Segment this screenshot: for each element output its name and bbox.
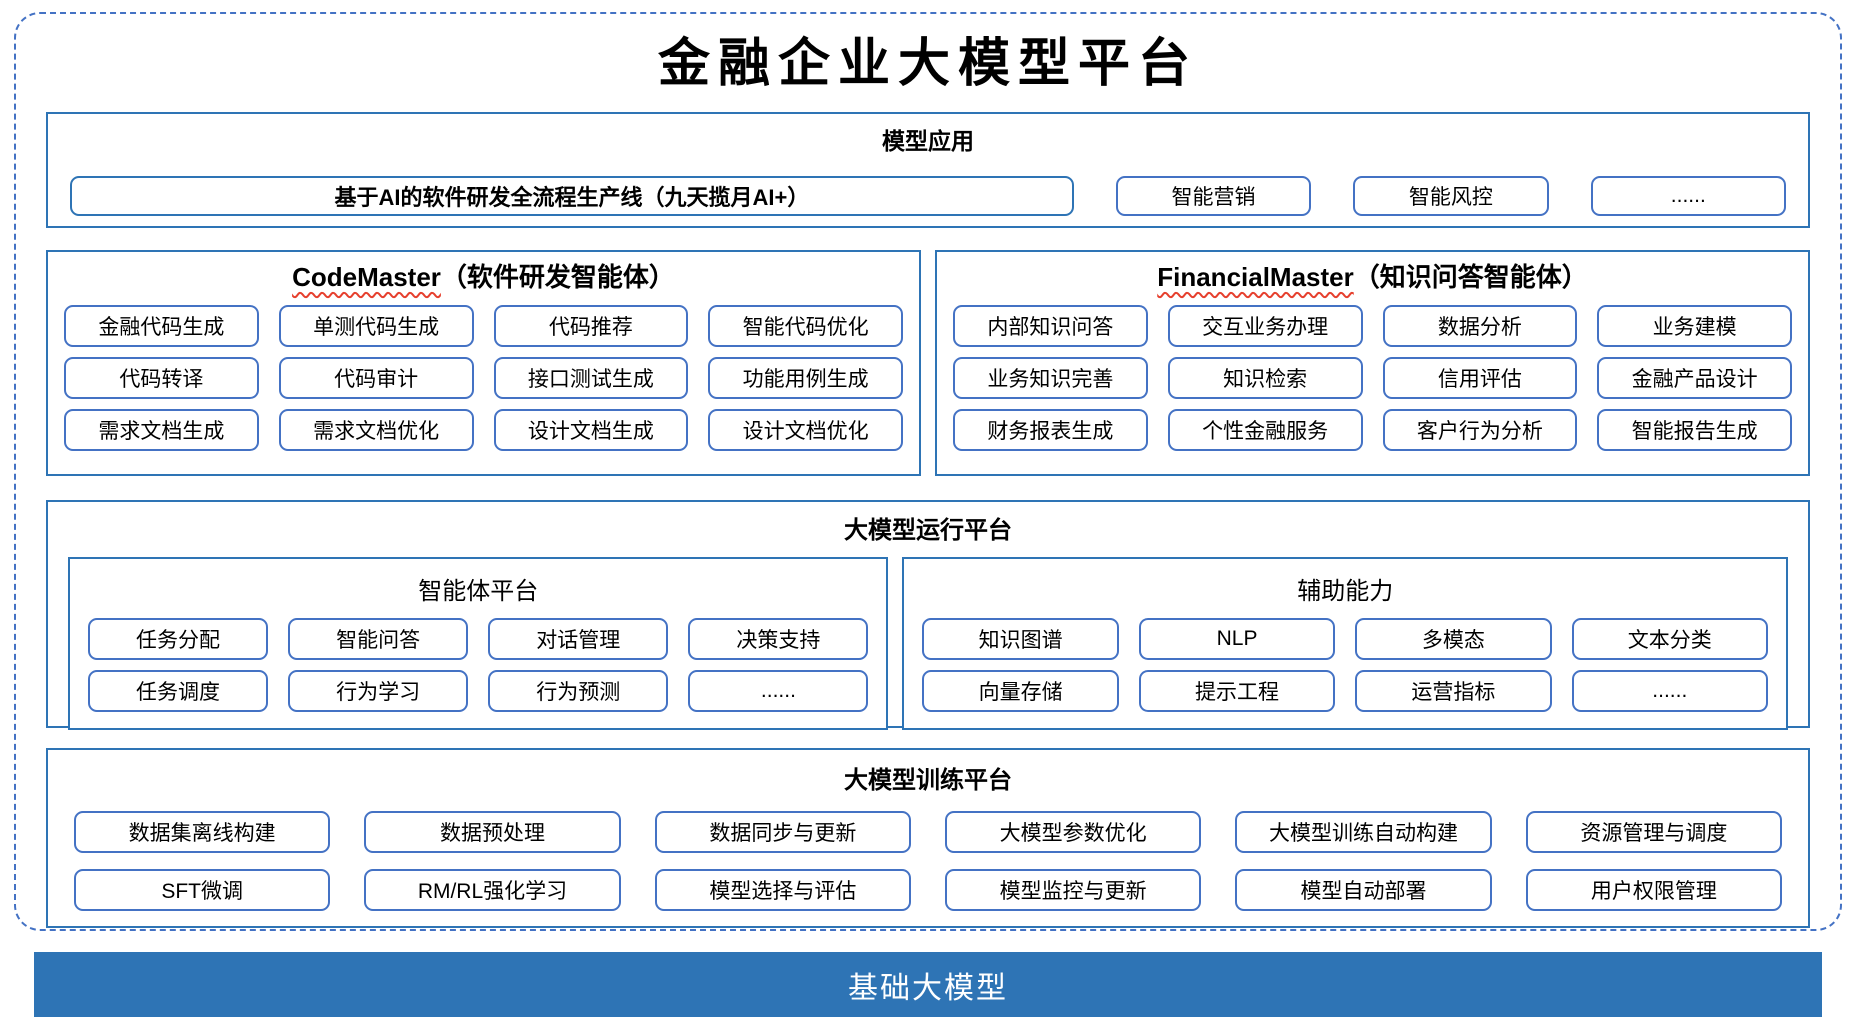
codemaster-title-en: CodeMaster: [292, 261, 441, 292]
list-item: 数据同步与更新: [654, 810, 911, 853]
list-item: 用户权限管理: [1525, 868, 1782, 911]
aux-capabilities-grid: 知识图谱 NLP 多模态 文本分类 向量存储 提示工程 运营指标 ......: [922, 617, 1768, 712]
list-item: 需求文档生成: [64, 408, 259, 451]
list-item-ellipsis: ......: [1571, 669, 1768, 712]
list-item: 个性金融服务: [1167, 408, 1363, 451]
list-item: 行为预测: [488, 669, 669, 712]
list-item: 接口测试生成: [493, 356, 689, 399]
list-item: 单测代码生成: [278, 304, 474, 347]
list-item: 信用评估: [1382, 356, 1578, 399]
agent-platform-header: 智能体平台: [418, 577, 539, 605]
list-item: 交互业务办理: [1167, 304, 1363, 347]
list-item: 文本分类: [1571, 617, 1768, 660]
list-item: 模型监控与更新: [945, 868, 1202, 911]
list-item: RM/RL强化学习: [364, 868, 621, 911]
training-platform-header: 大模型训练平台: [844, 766, 1012, 794]
list-item: 模型自动部署: [1235, 868, 1492, 911]
list-item: 设计文档生成: [493, 408, 689, 451]
financialmaster-grid: 内部知识问答 交互业务办理 数据分析 业务建模 业务知识完善 知识检索 信用评估…: [953, 304, 1792, 451]
agent-platform-grid: 任务分配 智能问答 对话管理 决策支持 任务调度 行为学习 行为预测 .....…: [88, 617, 869, 712]
list-item: 任务分配: [88, 617, 269, 660]
list-item-ellipsis: ......: [1590, 175, 1786, 216]
list-item: 内部知识问答: [953, 304, 1148, 347]
list-item: 智能报告生成: [1597, 408, 1792, 451]
list-item: 功能用例生成: [708, 356, 903, 399]
list-item: 运营指标: [1355, 669, 1552, 712]
list-item: 业务建模: [1597, 304, 1792, 347]
section-codemaster: CodeMaster（软件研发智能体） 金融代码生成 单测代码生成 代码推荐 智…: [46, 249, 921, 476]
list-item: 设计文档优化: [708, 408, 903, 451]
subsection-aux-capabilities: 辅助能力 知识图谱 NLP 多模态 文本分类 向量存储 提示工程 运营指标 ..…: [902, 556, 1788, 730]
list-item: 客户行为分析: [1382, 408, 1578, 451]
agents-row: CodeMaster（软件研发智能体） 金融代码生成 单测代码生成 代码推荐 智…: [46, 249, 1810, 476]
list-item: 提示工程: [1138, 669, 1336, 712]
list-item: SFT微调: [74, 868, 331, 911]
list-item: 业务知识完善: [953, 356, 1148, 399]
list-item: 智能风控: [1353, 175, 1549, 216]
list-item-ellipsis: ......: [688, 669, 869, 712]
codemaster-title-zh: （软件研发智能体）: [440, 261, 675, 292]
list-item: 数据预处理: [364, 810, 621, 853]
list-item: 财务报表生成: [953, 408, 1148, 451]
platform-outer-frame: 金融企业大模型平台 模型应用 基于AI的软件研发全流程生产线（九天揽月AI+） …: [14, 12, 1842, 931]
codemaster-grid: 金融代码生成 单测代码生成 代码推荐 智能代码优化 代码转译 代码审计 接口测试…: [64, 304, 903, 451]
section-financialmaster: FinancialMaster（知识问答智能体） 内部知识问答 交互业务办理 数…: [935, 249, 1810, 476]
list-item: 代码审计: [278, 356, 474, 399]
list-item: 智能代码优化: [708, 304, 903, 347]
list-item: 金融产品设计: [1597, 356, 1792, 399]
subsection-agent-platform: 智能体平台 任务分配 智能问答 对话管理 决策支持 任务调度 行为学习 行为预测…: [68, 556, 889, 730]
financialmaster-title-zh: （知识问答智能体）: [1353, 261, 1588, 292]
list-item: 任务调度: [88, 669, 269, 712]
financialmaster-title-en: FinancialMaster: [1157, 261, 1354, 292]
list-item: 资源管理与调度: [1525, 810, 1782, 853]
list-item: 行为学习: [288, 669, 469, 712]
list-item: 金融代码生成: [64, 304, 259, 347]
list-item: 向量存储: [922, 669, 1119, 712]
codemaster-title: CodeMaster（软件研发智能体）: [64, 262, 903, 293]
training-grid: 数据集离线构建 数据预处理 数据同步与更新 大模型参数优化 大模型训练自动构建 …: [74, 810, 1782, 911]
list-item: 模型选择与评估: [654, 868, 911, 911]
list-item: NLP: [1138, 617, 1336, 660]
runtime-row: 智能体平台 任务分配 智能问答 对话管理 决策支持 任务调度 行为学习 行为预测…: [68, 556, 1788, 730]
page-title: 金融企业大模型平台: [657, 33, 1198, 94]
section-runtime-platform: 大模型运行平台 智能体平台 任务分配 智能问答 对话管理 决策支持 任务调度 行…: [46, 499, 1810, 730]
model-apps-row: 基于AI的软件研发全流程生产线（九天揽月AI+） 智能营销 智能风控 .....…: [70, 175, 1786, 216]
section-model-apps: 模型应用 基于AI的软件研发全流程生产线（九天揽月AI+） 智能营销 智能风控 …: [46, 111, 1810, 228]
list-item: 需求文档优化: [278, 408, 474, 451]
list-item: 知识图谱: [922, 617, 1119, 660]
runtime-platform-header: 大模型运行平台: [844, 516, 1012, 544]
list-item: 多模态: [1355, 617, 1552, 660]
list-item: 代码转译: [64, 356, 259, 399]
model-apps-header: 模型应用: [882, 127, 974, 154]
financialmaster-title: FinancialMaster（知识问答智能体）: [953, 262, 1792, 293]
list-item: 智能问答: [288, 617, 469, 660]
list-item: 决策支持: [688, 617, 869, 660]
list-item: 数据分析: [1382, 304, 1578, 347]
list-item: 大模型参数优化: [945, 810, 1202, 853]
list-item: 对话管理: [488, 617, 669, 660]
aux-capabilities-header: 辅助能力: [1297, 577, 1394, 605]
pipeline-item: 基于AI的软件研发全流程生产线（九天揽月AI+）: [70, 175, 1074, 216]
section-training-platform: 大模型训练平台 数据集离线构建 数据预处理 数据同步与更新 大模型参数优化 大模…: [46, 747, 1810, 928]
list-item: 代码推荐: [493, 304, 689, 347]
list-item: 智能营销: [1115, 175, 1312, 216]
list-item: 大模型训练自动构建: [1235, 810, 1492, 853]
base-model-bar: 基础大模型: [34, 952, 1822, 1017]
list-item: 数据集离线构建: [74, 810, 331, 853]
list-item: 知识检索: [1167, 356, 1363, 399]
